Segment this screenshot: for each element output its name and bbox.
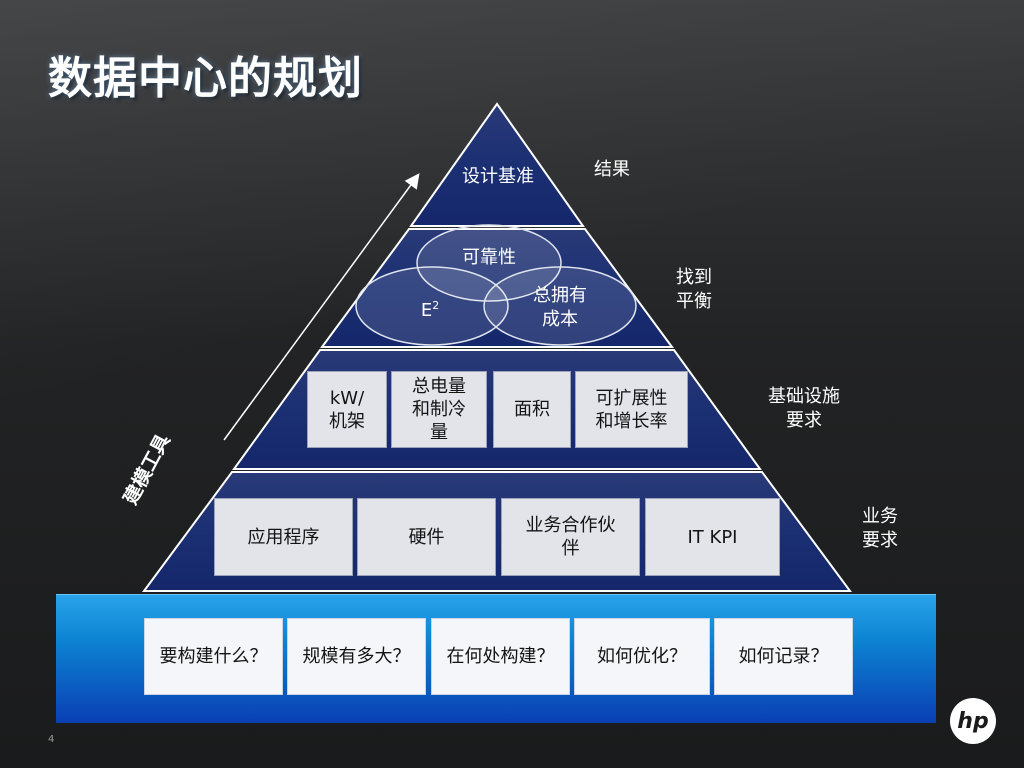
page-number: 4 — [48, 734, 55, 745]
level-label-business: 业务 要求 — [862, 506, 898, 551]
infra-box-scalability: 可扩展性 和增长率 — [575, 371, 688, 448]
pyramid-tier-balance — [320, 228, 674, 348]
question-what: 要构建什么？ — [144, 618, 283, 695]
venn-circle-tco — [483, 266, 637, 346]
question-optimize: 如何优化？ — [574, 618, 710, 695]
business-box-it-kpi: IT KPI — [645, 498, 780, 576]
venn-label-tco: 总拥有 成本 — [533, 285, 587, 330]
modeling-arrow — [223, 173, 420, 441]
hp-logo: hp — [950, 698, 996, 744]
venn-circle-energy — [355, 266, 509, 346]
level-label-results: 结果 — [594, 159, 630, 180]
design-baseline-label: 设计基准 — [462, 166, 534, 187]
infra-box-area: 面积 — [493, 371, 571, 448]
question-where: 在何处构建？ — [431, 618, 570, 695]
level-label-balance: 找到 平衡 — [676, 267, 712, 312]
venn-circle-reliability — [416, 224, 562, 302]
question-document: 如何记录？ — [714, 618, 853, 695]
infra-box-power-cooling: 总电量 和制冷 量 — [391, 371, 487, 448]
venn-label-energy: E2 — [420, 299, 440, 321]
business-box-partners: 业务合作伙 伴 — [501, 498, 640, 576]
business-box-hardware: 硬件 — [357, 498, 496, 576]
hp-logo-text: hp — [957, 708, 989, 734]
venn-label-reliability: 可靠性 — [462, 247, 516, 268]
business-box-applications: 应用程序 — [214, 498, 353, 576]
infra-box-kw-rack: kW/ 机架 — [307, 371, 387, 448]
pyramid-tier-results — [409, 102, 585, 227]
level-label-infrastructure: 基础设施 要求 — [768, 386, 840, 431]
question-how-big: 规模有多大？ — [287, 618, 426, 695]
page-title: 数据中心的规划 — [48, 53, 363, 104]
